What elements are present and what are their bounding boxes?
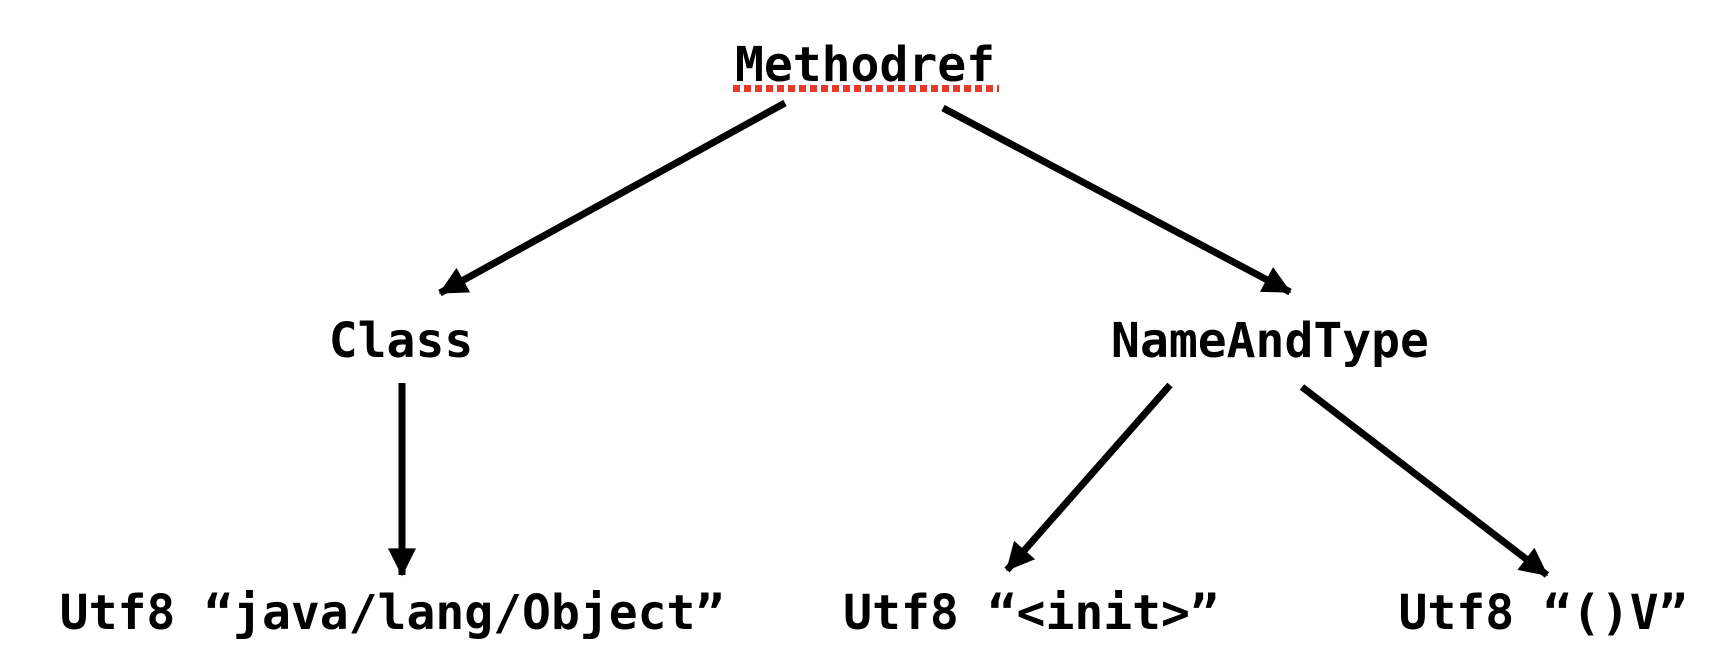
class-node: Class: [328, 313, 474, 369]
nameandtype-node: NameAndType: [1111, 313, 1429, 369]
edge-nameandtype-utf8init: [1004, 382, 1173, 573]
methodref-node: Methodref: [734, 37, 996, 93]
utf8-v-node: Utf8 “()V”: [1398, 585, 1688, 641]
edge-methodref-class: [438, 99, 787, 297]
edge-methodref-nameandtype: [941, 104, 1292, 296]
spellcheck-underline: [733, 85, 999, 92]
utf8-object-node: Utf8 “java/lang/Object”: [59, 585, 725, 641]
utf8-init-node: Utf8 “<init>”: [843, 585, 1219, 641]
edge-nameandtype-utf8v: [1299, 384, 1550, 578]
